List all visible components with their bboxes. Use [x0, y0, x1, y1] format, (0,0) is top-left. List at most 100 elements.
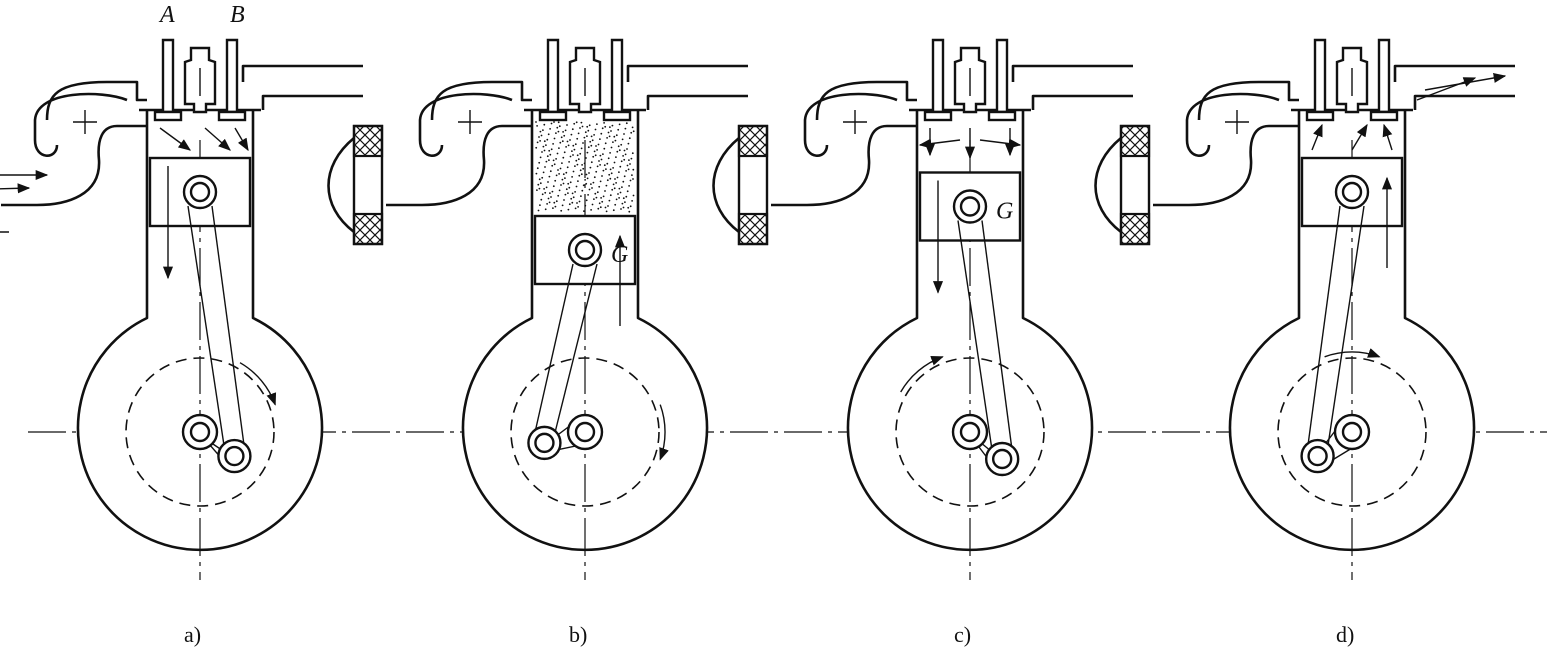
charge-dot: [539, 130, 542, 133]
charge-dot: [615, 134, 618, 137]
charge-dot: [552, 207, 554, 210]
charge-dot: [560, 209, 563, 212]
charge-dot: [587, 194, 589, 196]
charge-dot: [629, 205, 632, 208]
charge-dot: [541, 151, 543, 153]
charge-dot: [574, 191, 576, 193]
charge-dot: [552, 185, 555, 188]
charge-dot: [606, 179, 609, 182]
charge-dot: [565, 146, 567, 148]
charge-dot: [544, 191, 547, 194]
charge-dot: [576, 137, 579, 140]
charge-dot: [573, 148, 576, 151]
intake-duct: [1197, 80, 1299, 121]
exhaust-pipe-lower: [261, 94, 363, 110]
charge-dot: [554, 179, 557, 182]
air-filter-cover: [327, 136, 355, 234]
charge-dot: [535, 146, 538, 149]
charge-dot: [608, 135, 611, 138]
charge-dot: [581, 164, 583, 166]
charge-dot: [582, 142, 584, 144]
charge-dot: [632, 168, 635, 171]
charge-dot: [579, 169, 582, 172]
charge-dot: [583, 210, 585, 213]
crank-pin-inner: [534, 432, 555, 454]
charge-dot: [623, 133, 625, 135]
charge-dot: [561, 162, 563, 165]
charge-dot: [586, 151, 589, 154]
crank-pin-inner: [1307, 445, 1328, 467]
charge-dot: [548, 159, 550, 162]
charge-dot: [632, 130, 635, 133]
crank-path-circle: [1277, 357, 1427, 507]
charge-dot: [585, 173, 588, 176]
charge-dot: [563, 151, 566, 154]
charge-dot: [566, 166, 569, 169]
charge-dot: [590, 135, 593, 138]
charge-dot: [604, 142, 607, 145]
charge-dot: [626, 164, 629, 167]
compressed-charge-dots: [535, 121, 635, 213]
charge-dot: [606, 162, 609, 165]
exhaust-flow-arrow: [1416, 77, 1477, 101]
main-bearing-inner: [574, 421, 596, 443]
charge-dot: [575, 185, 578, 188]
charge-dot: [565, 188, 568, 191]
charge-dot: [623, 158, 626, 161]
charge-dot: [583, 136, 586, 139]
charge-dot: [561, 204, 564, 207]
charge-dot: [567, 144, 570, 147]
charge-dot: [549, 127, 551, 130]
charge-dot: [591, 203, 594, 206]
intake-valve-stem: [546, 38, 560, 114]
charge-dot: [567, 192, 569, 195]
charge-dot: [552, 159, 555, 162]
charge-dot: [537, 183, 540, 186]
piston-pin-inner: [574, 239, 596, 261]
air-filter-bottom-hatch: [352, 212, 384, 246]
charge-dot: [545, 160, 548, 163]
rotation-arrow: [900, 355, 944, 393]
charge-dot: [610, 130, 612, 132]
connecting-rod-right: [981, 220, 1013, 452]
charge-dot: [594, 192, 597, 195]
connecting-rod-left: [957, 220, 993, 452]
exhaust-valve-head: [1369, 110, 1399, 122]
charge-dot: [596, 123, 598, 125]
exhaust-flow-arrow: [1424, 72, 1507, 91]
exhaust-valve-head: [602, 110, 632, 122]
charge-dot: [600, 158, 603, 161]
charge-dot: [592, 155, 595, 158]
charge-dot: [558, 173, 560, 175]
charge-flow-arrow: [159, 127, 192, 151]
intake-manifold-lower: [771, 124, 917, 207]
charge-dot: [571, 150, 573, 153]
charge-dot: [603, 164, 606, 167]
crank-path-circle: [125, 357, 275, 507]
charge-dot: [624, 201, 626, 204]
charge-dot: [538, 136, 540, 138]
charge-dot: [576, 154, 579, 157]
charge-dot: [553, 201, 556, 204]
air-filter-top-hatch: [737, 124, 769, 158]
charge-dot: [631, 152, 634, 155]
charge-dot: [598, 202, 601, 205]
charge-dot: [581, 189, 584, 192]
charge-dot: [561, 140, 564, 143]
charge-dot: [605, 210, 608, 213]
charge-dot: [600, 132, 603, 135]
charge-dot: [612, 141, 614, 144]
charge-dot: [572, 154, 574, 156]
charge-dot: [625, 195, 628, 198]
charge-dot: [608, 199, 611, 202]
panel-caption-b: b): [569, 622, 587, 647]
charge-dot: [585, 157, 587, 159]
charge-dot: [631, 174, 633, 177]
charge-dot: [613, 135, 616, 138]
charge-dot: [614, 203, 617, 206]
charge-dot: [590, 161, 593, 164]
expansion-arrow: [979, 138, 1022, 149]
exhaust-valve-stem: [995, 38, 1009, 114]
charge-dot: [607, 157, 610, 160]
charge-dot: [627, 142, 630, 145]
